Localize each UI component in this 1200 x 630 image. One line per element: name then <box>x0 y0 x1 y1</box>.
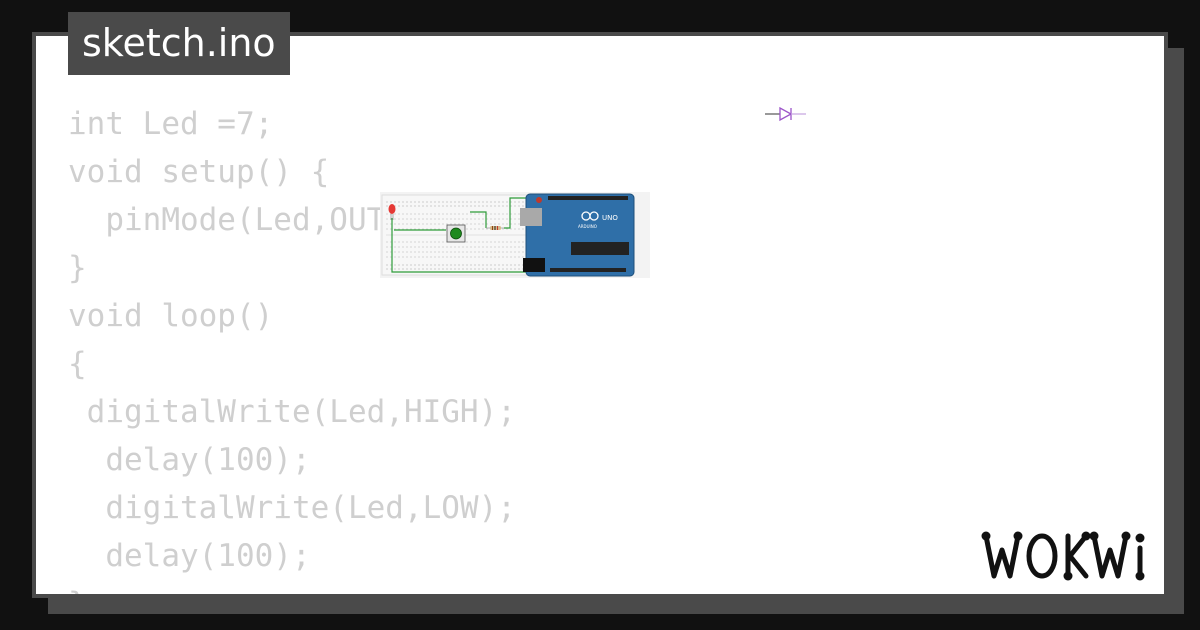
code-line: { <box>68 346 87 382</box>
board-label: UNO <box>602 214 618 222</box>
code-line: } <box>68 580 516 594</box>
wokwi-logo-svg <box>981 531 1145 581</box>
code-line: void setup() { <box>68 154 330 190</box>
circuit-diagram: UNO ARDUINO <box>380 192 650 278</box>
code-line: delay(100); <box>68 442 311 478</box>
diode-icon <box>764 104 808 128</box>
board-brand: ARDUINO <box>578 224 597 229</box>
project-card[interactable]: int Led =7;void setup() { pinMode(Led,OU… <box>32 32 1168 598</box>
code-line: int Led =7; <box>68 106 274 142</box>
circuit-diagram-svg: UNO ARDUINO <box>381 193 635 277</box>
code-line: digitalWrite(Led,LOW); <box>68 490 516 526</box>
pushbutton-icon <box>446 224 466 243</box>
code-preview: int Led =7;void setup() { pinMode(Led,OU… <box>68 100 516 594</box>
code-line: void loop() <box>68 298 274 334</box>
filename-tab: sketch.ino <box>68 12 290 75</box>
wokwi-logo[interactable] <box>976 526 1152 586</box>
resistor-icon <box>486 226 504 230</box>
code-line: } <box>68 250 87 286</box>
arduino-uno-board: UNO ARDUINO <box>520 193 635 277</box>
led-icon <box>388 204 396 220</box>
code-line: digitalWrite(Led,HIGH); <box>68 394 516 430</box>
code-line: delay(100); <box>68 538 311 574</box>
